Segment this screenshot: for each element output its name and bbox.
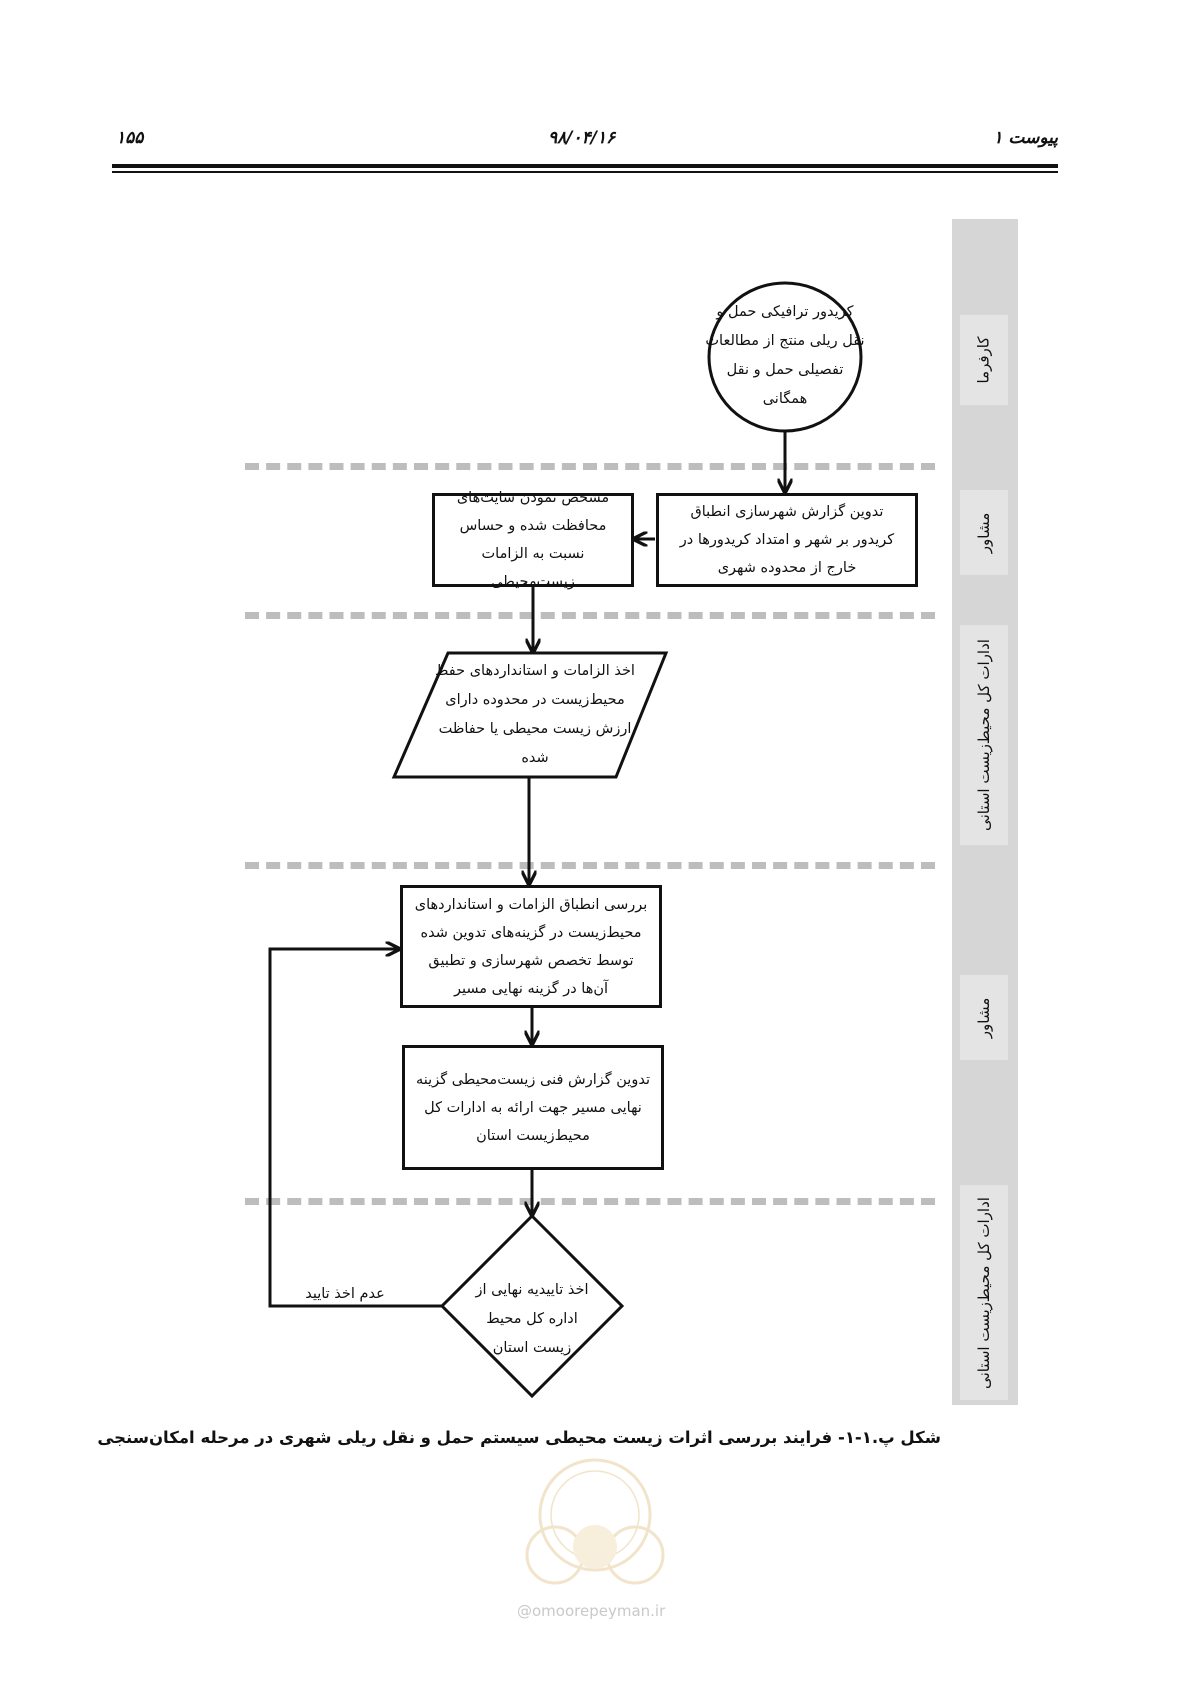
figure-caption: شکل پ.۱-۱- فرایند بررسی اثرات زیست محیطی… — [97, 1428, 941, 1447]
tech-report-label: تدوین گزارش فنی زیست‌محیطی گزینه نهایی م… — [416, 1071, 650, 1144]
start-terminal-label: کریدور ترافیکی حمل و نقل ریلی منتج از مط… — [705, 304, 865, 407]
review-compliance-label: بررسی انطباق الزامات و استانداردهای محیط… — [414, 896, 648, 997]
urban-report-box: تدوین گزارش شهرسازی انطباق کریدور بر شهر… — [656, 493, 918, 587]
page-number: ۱۵۵ — [116, 128, 144, 148]
approval-decision-label: اخذ تاییدیه نهایی از اداره کل محیط زیست … — [475, 1282, 589, 1356]
identify-sites-label: مشخص نمودن سایت‌های محافظت شده و حساس نس… — [456, 490, 610, 590]
rejection-edge-label: عدم اخذ تایید — [305, 1286, 385, 1302]
header-date: ۹۸/۰۴/۱۶ — [548, 128, 616, 148]
watermark-text: @omoorepeyman.ir — [517, 1602, 666, 1620]
lane-label-env-office-1: ادارات کل محیط‌زیست استانی — [960, 625, 1008, 845]
lane-separator — [245, 1198, 935, 1205]
lane-separator — [245, 862, 935, 869]
standards-input-label: اخذ الزامات و استانداردهای حفظ محیط‌زیست… — [435, 663, 635, 766]
lane-separator — [245, 463, 935, 470]
tech-report-box: تدوین گزارش فنی زیست‌محیطی گزینه نهایی م… — [402, 1045, 664, 1170]
lane-label-employer: کارفرما — [960, 315, 1008, 405]
lane-label-consultant-2: مشاور — [960, 975, 1008, 1060]
header-right-text: پیوست ۱ — [993, 128, 1058, 148]
lane-separator — [245, 612, 935, 619]
lane-label-consultant-1: مشاور — [960, 490, 1008, 575]
approval-decision-shape — [439, 1213, 625, 1399]
review-compliance-box: بررسی انطباق الزامات و استانداردهای محیط… — [400, 885, 662, 1008]
urban-report-label: تدوین گزارش شهرسازی انطباق کریدور بر شهر… — [679, 504, 895, 576]
lane-label-env-office-2: ادارات کل محیط‌زیست استانی — [960, 1185, 1008, 1400]
watermark-logo — [525, 1458, 665, 1585]
standards-input-shape — [391, 651, 669, 779]
identify-sites-box: مشخص نمودن سایت‌های محافظت شده و حساس نس… — [432, 490, 634, 590]
arrow-rejection-loop — [268, 949, 442, 1308]
header-rule-thick — [112, 164, 1058, 168]
header-rule-thin — [112, 171, 1058, 173]
